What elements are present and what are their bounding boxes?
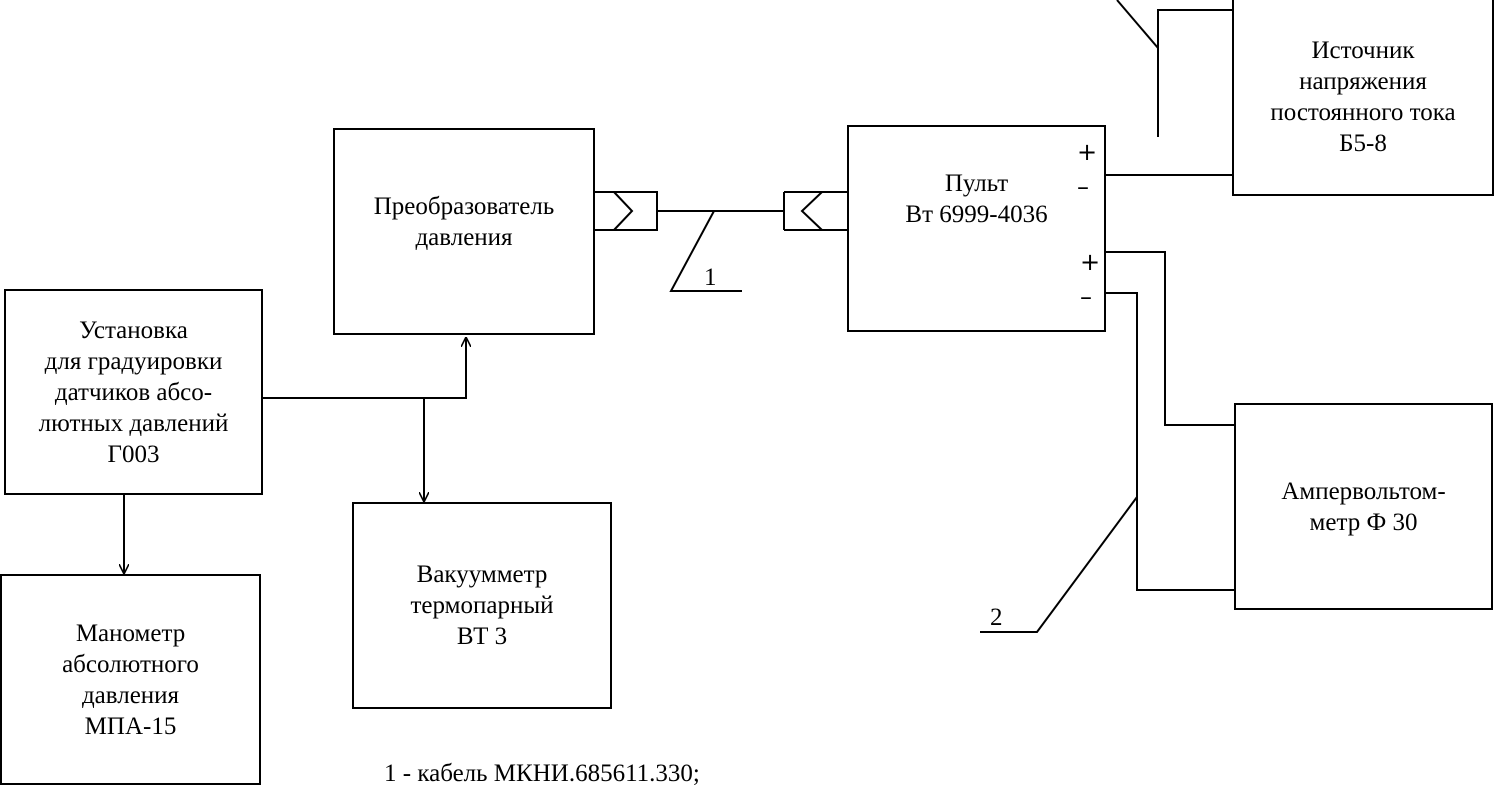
gauge-setup-block: Установка для градуировки датчиков абсо-…: [4, 289, 263, 495]
gauge-setup-label: Установка для градуировки датчиков абсо-…: [38, 316, 229, 468]
terminal-out-plus: +: [1077, 138, 1098, 166]
connector-panel: [783, 191, 848, 231]
control-panel-label: Пульт Вт 6999-4036: [905, 169, 1048, 228]
callout-cable-1: 1: [704, 264, 717, 291]
control-panel-block: Пульт Вт 6999-4036: [847, 125, 1106, 332]
line-meter-minus: [1106, 292, 1235, 591]
line-meter-plus: [1106, 251, 1235, 426]
pressure-transducer-block: Преобразователь давления: [333, 128, 595, 335]
abs-manometer-label: Манометр абсолютного давления МПА-15: [62, 619, 199, 740]
vacuum-gauge-block: Вакуумметр термопарный ВТ 3: [352, 502, 612, 709]
leader-cable-1: [669, 210, 742, 292]
terminal-out-minus: –: [1077, 173, 1089, 201]
line-setup-to-transducer: [262, 338, 466, 399]
legend-item-1: 1 - кабель МКНИ.685611.330;: [384, 760, 700, 787]
pressure-transducer-label: Преобразователь давления: [373, 192, 555, 251]
connector-transducer: [594, 191, 658, 231]
callout-cable-2: 2: [990, 604, 1003, 631]
line-power-top-wire: [1157, 9, 1233, 137]
vacuum-gauge-label: Вакуумметр термопарный ВТ 3: [410, 561, 554, 650]
terminal-meter-plus: +: [1080, 248, 1101, 276]
dc-power-source-label: Источник напряжения постоянного тока Б5-…: [1270, 37, 1456, 157]
terminal-meter-minus: –: [1080, 283, 1092, 311]
dc-power-source-block: Источник напряжения постоянного тока Б5-…: [1232, 0, 1494, 196]
abs-manometer-block: Манометр абсолютного давления МПА-15: [0, 574, 261, 785]
leader-cable-2: [980, 496, 1138, 633]
ampervoltmeter-block: Ампервольтом- метр Ф 30: [1234, 403, 1493, 610]
leader-top-wire: [1116, 0, 1159, 49]
ampervoltmeter-label: Ампервольтом- метр Ф 30: [1281, 477, 1446, 536]
